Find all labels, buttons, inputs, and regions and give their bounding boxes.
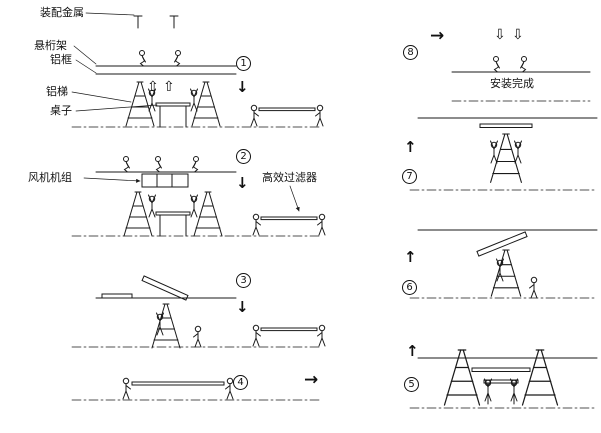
worker-figure xyxy=(123,156,130,173)
right-arrow-step8: → xyxy=(430,26,445,46)
worker-figure xyxy=(496,258,504,282)
filter-panel-carry xyxy=(253,214,325,235)
up-arrow-step6: ↑ xyxy=(404,248,417,266)
table-icon xyxy=(155,102,191,128)
up-arrow-step5: ↑ xyxy=(406,342,419,360)
down-arrow-step2: ↓ xyxy=(236,174,249,192)
ladder-icon xyxy=(191,81,221,127)
worker-figure xyxy=(225,377,234,400)
installed-filter-panel xyxy=(101,293,133,299)
worker-figure xyxy=(156,312,164,336)
worker-figure xyxy=(193,325,202,348)
right-arrow-step4: → xyxy=(304,370,319,390)
worker-figure xyxy=(520,56,527,73)
scene-step-4 xyxy=(71,377,323,401)
step-3-badge: 3 xyxy=(236,273,251,288)
worker-figure xyxy=(514,140,522,164)
up-arrow-step7: ↑ xyxy=(404,138,417,156)
leader-aluminum-ladder xyxy=(71,91,132,103)
scene-step-1 xyxy=(71,12,323,128)
step-2-badge: 2 xyxy=(236,149,251,164)
ladder-icon xyxy=(123,191,153,237)
worker-figure xyxy=(190,194,198,218)
hanger-fitting-icon xyxy=(133,15,179,29)
worker-figure xyxy=(155,156,162,173)
scene-step-8 xyxy=(451,56,591,102)
fan-unit-icon xyxy=(141,173,189,188)
tilted-filter-panel xyxy=(141,275,189,301)
step-5-badge: 5 xyxy=(404,377,419,392)
ladder-icon xyxy=(193,191,223,237)
filter-panel-carry xyxy=(251,105,323,126)
tilted-filter-panel xyxy=(476,231,528,257)
label-hepa-filter: 高效过滤器 xyxy=(262,171,317,184)
filter-panel xyxy=(131,381,225,386)
step-4-badge: 4 xyxy=(233,375,248,390)
scene-step-7 xyxy=(409,117,598,191)
label-suspension-truss: 悬桁架 xyxy=(34,39,67,52)
hollow-down-arrow-2: ⇩ xyxy=(512,27,524,43)
step-1-badge: 1 xyxy=(236,56,251,71)
step-7-badge: 7 xyxy=(402,169,417,184)
worker-figure xyxy=(490,140,498,164)
table-icon xyxy=(155,211,191,237)
leader-aluminum-frame xyxy=(75,59,97,74)
worker-figure xyxy=(148,194,156,218)
scene-step-5 xyxy=(409,349,598,409)
step-8-badge: 8 xyxy=(403,45,418,60)
scene-step-6 xyxy=(409,229,598,299)
hollow-down-arrow-1: ⇩ xyxy=(494,27,506,43)
filter-panel xyxy=(471,367,531,372)
leader-suspension-truss xyxy=(73,45,97,65)
worker-figure xyxy=(174,50,181,67)
down-arrow-step1: ↓ xyxy=(236,78,249,96)
filter-panel-carry xyxy=(253,325,325,346)
label-table: 桌子 xyxy=(50,104,72,117)
label-aluminum-frame: 铝框 xyxy=(50,53,72,66)
leader-fan-unit xyxy=(83,177,141,183)
scene-step-3 xyxy=(71,275,325,349)
ladder-icon xyxy=(490,249,522,297)
label-install-complete: 安装完成 xyxy=(490,77,534,90)
filter-panel xyxy=(479,123,533,128)
leader-assembly-metal xyxy=(85,12,135,16)
label-aluminum-ladder: 铝梯 xyxy=(46,85,68,98)
leader-table xyxy=(75,104,158,112)
scene-step-2 xyxy=(71,156,325,237)
label-assembly-metal: 装配金属 xyxy=(40,6,84,19)
step-6-badge: 6 xyxy=(402,280,417,295)
ladder-icon xyxy=(151,303,181,349)
label-fan-unit: 风机机组 xyxy=(28,171,72,184)
worker-figure xyxy=(190,88,198,112)
worker-figure xyxy=(493,56,500,73)
hollow-up-arrow-2: ⇧ xyxy=(163,79,175,95)
worker-figure xyxy=(529,276,538,299)
hollow-up-arrow-1: ⇧ xyxy=(147,79,159,95)
worker-figure xyxy=(192,156,199,173)
worker-figure xyxy=(122,377,131,400)
worker-figure xyxy=(139,50,146,67)
leader-hepa-filter xyxy=(289,185,300,212)
down-arrow-step3: ↓ xyxy=(236,298,249,316)
